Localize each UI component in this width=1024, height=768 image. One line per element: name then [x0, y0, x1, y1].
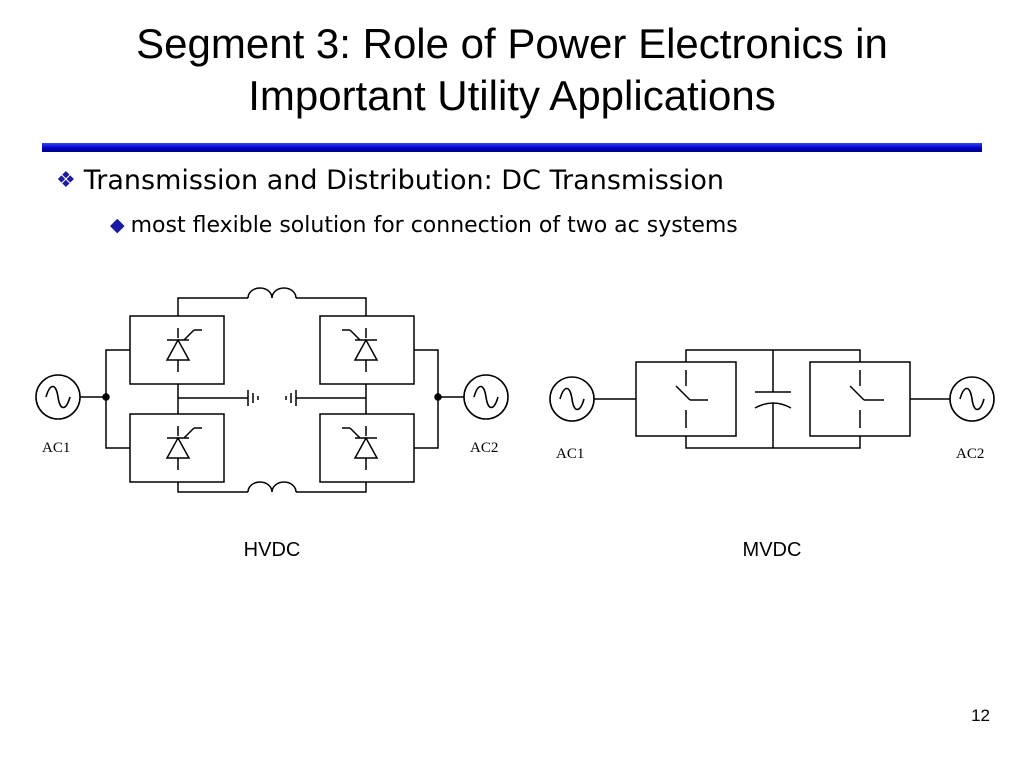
title-divider: [42, 143, 982, 152]
hvdc-converter-top-left: [129, 315, 225, 385]
bullet-level-1: ❖ Transmission and Distribution: DC Trans…: [56, 164, 724, 198]
hvdc-converter-bottom-left: [129, 413, 225, 483]
slide-title: Segment 3: Role of Power Electronics in …: [20, 18, 1004, 122]
ac-source-icon: [549, 376, 595, 422]
four-diamond-bullet-icon: ❖: [56, 168, 76, 193]
page-number: 12: [971, 706, 990, 725]
hvdc-ac1-label: AC1: [42, 440, 70, 456]
hvdc-caption: HVDC: [243, 539, 301, 561]
thyristor-icon: [166, 425, 202, 471]
hvdc-ac2-label: AC2: [470, 440, 498, 456]
hvdc-converter-top-right: [319, 315, 415, 385]
mvdc-diagram: [594, 349, 950, 449]
inductor-icon: [247, 287, 297, 299]
switch-icon: [849, 370, 884, 428]
hvdc-diagram: [80, 287, 464, 493]
hvdc-bottom-line: [177, 482, 248, 493]
junction-dot: [102, 393, 110, 401]
hvdc-top-line: [177, 297, 248, 316]
switch-icon: [675, 370, 708, 428]
mvdc-caption: MVDC: [742, 539, 802, 561]
ac-source-icon: [949, 376, 995, 422]
ac-source-icon: [463, 374, 509, 420]
mvdc-ac2-label: AC2: [956, 446, 984, 462]
inductor-icon: [247, 481, 297, 493]
mvdc-ac1-label: AC1: [556, 446, 584, 462]
title-line-1: Segment 3: Role of Power Electronics in: [136, 20, 888, 67]
title-line-2: Important Utility Applications: [248, 72, 776, 119]
hvdc-converter-bottom-right: [319, 413, 415, 483]
junction-dot: [434, 393, 442, 401]
thyristor-icon: [342, 327, 378, 373]
thyristor-icon: [166, 327, 202, 373]
bullet-level-1-text: Transmission and Distribution: DC Transm…: [83, 165, 724, 196]
bullet-level-2-text: most flexible solution for connection of…: [130, 213, 738, 238]
thyristor-icon: [342, 425, 378, 471]
ac-source-icon: [35, 374, 81, 420]
bullet-level-2: ◆most flexible solution for connection o…: [110, 211, 738, 240]
diamond-bullet-icon: ◆: [110, 214, 125, 236]
